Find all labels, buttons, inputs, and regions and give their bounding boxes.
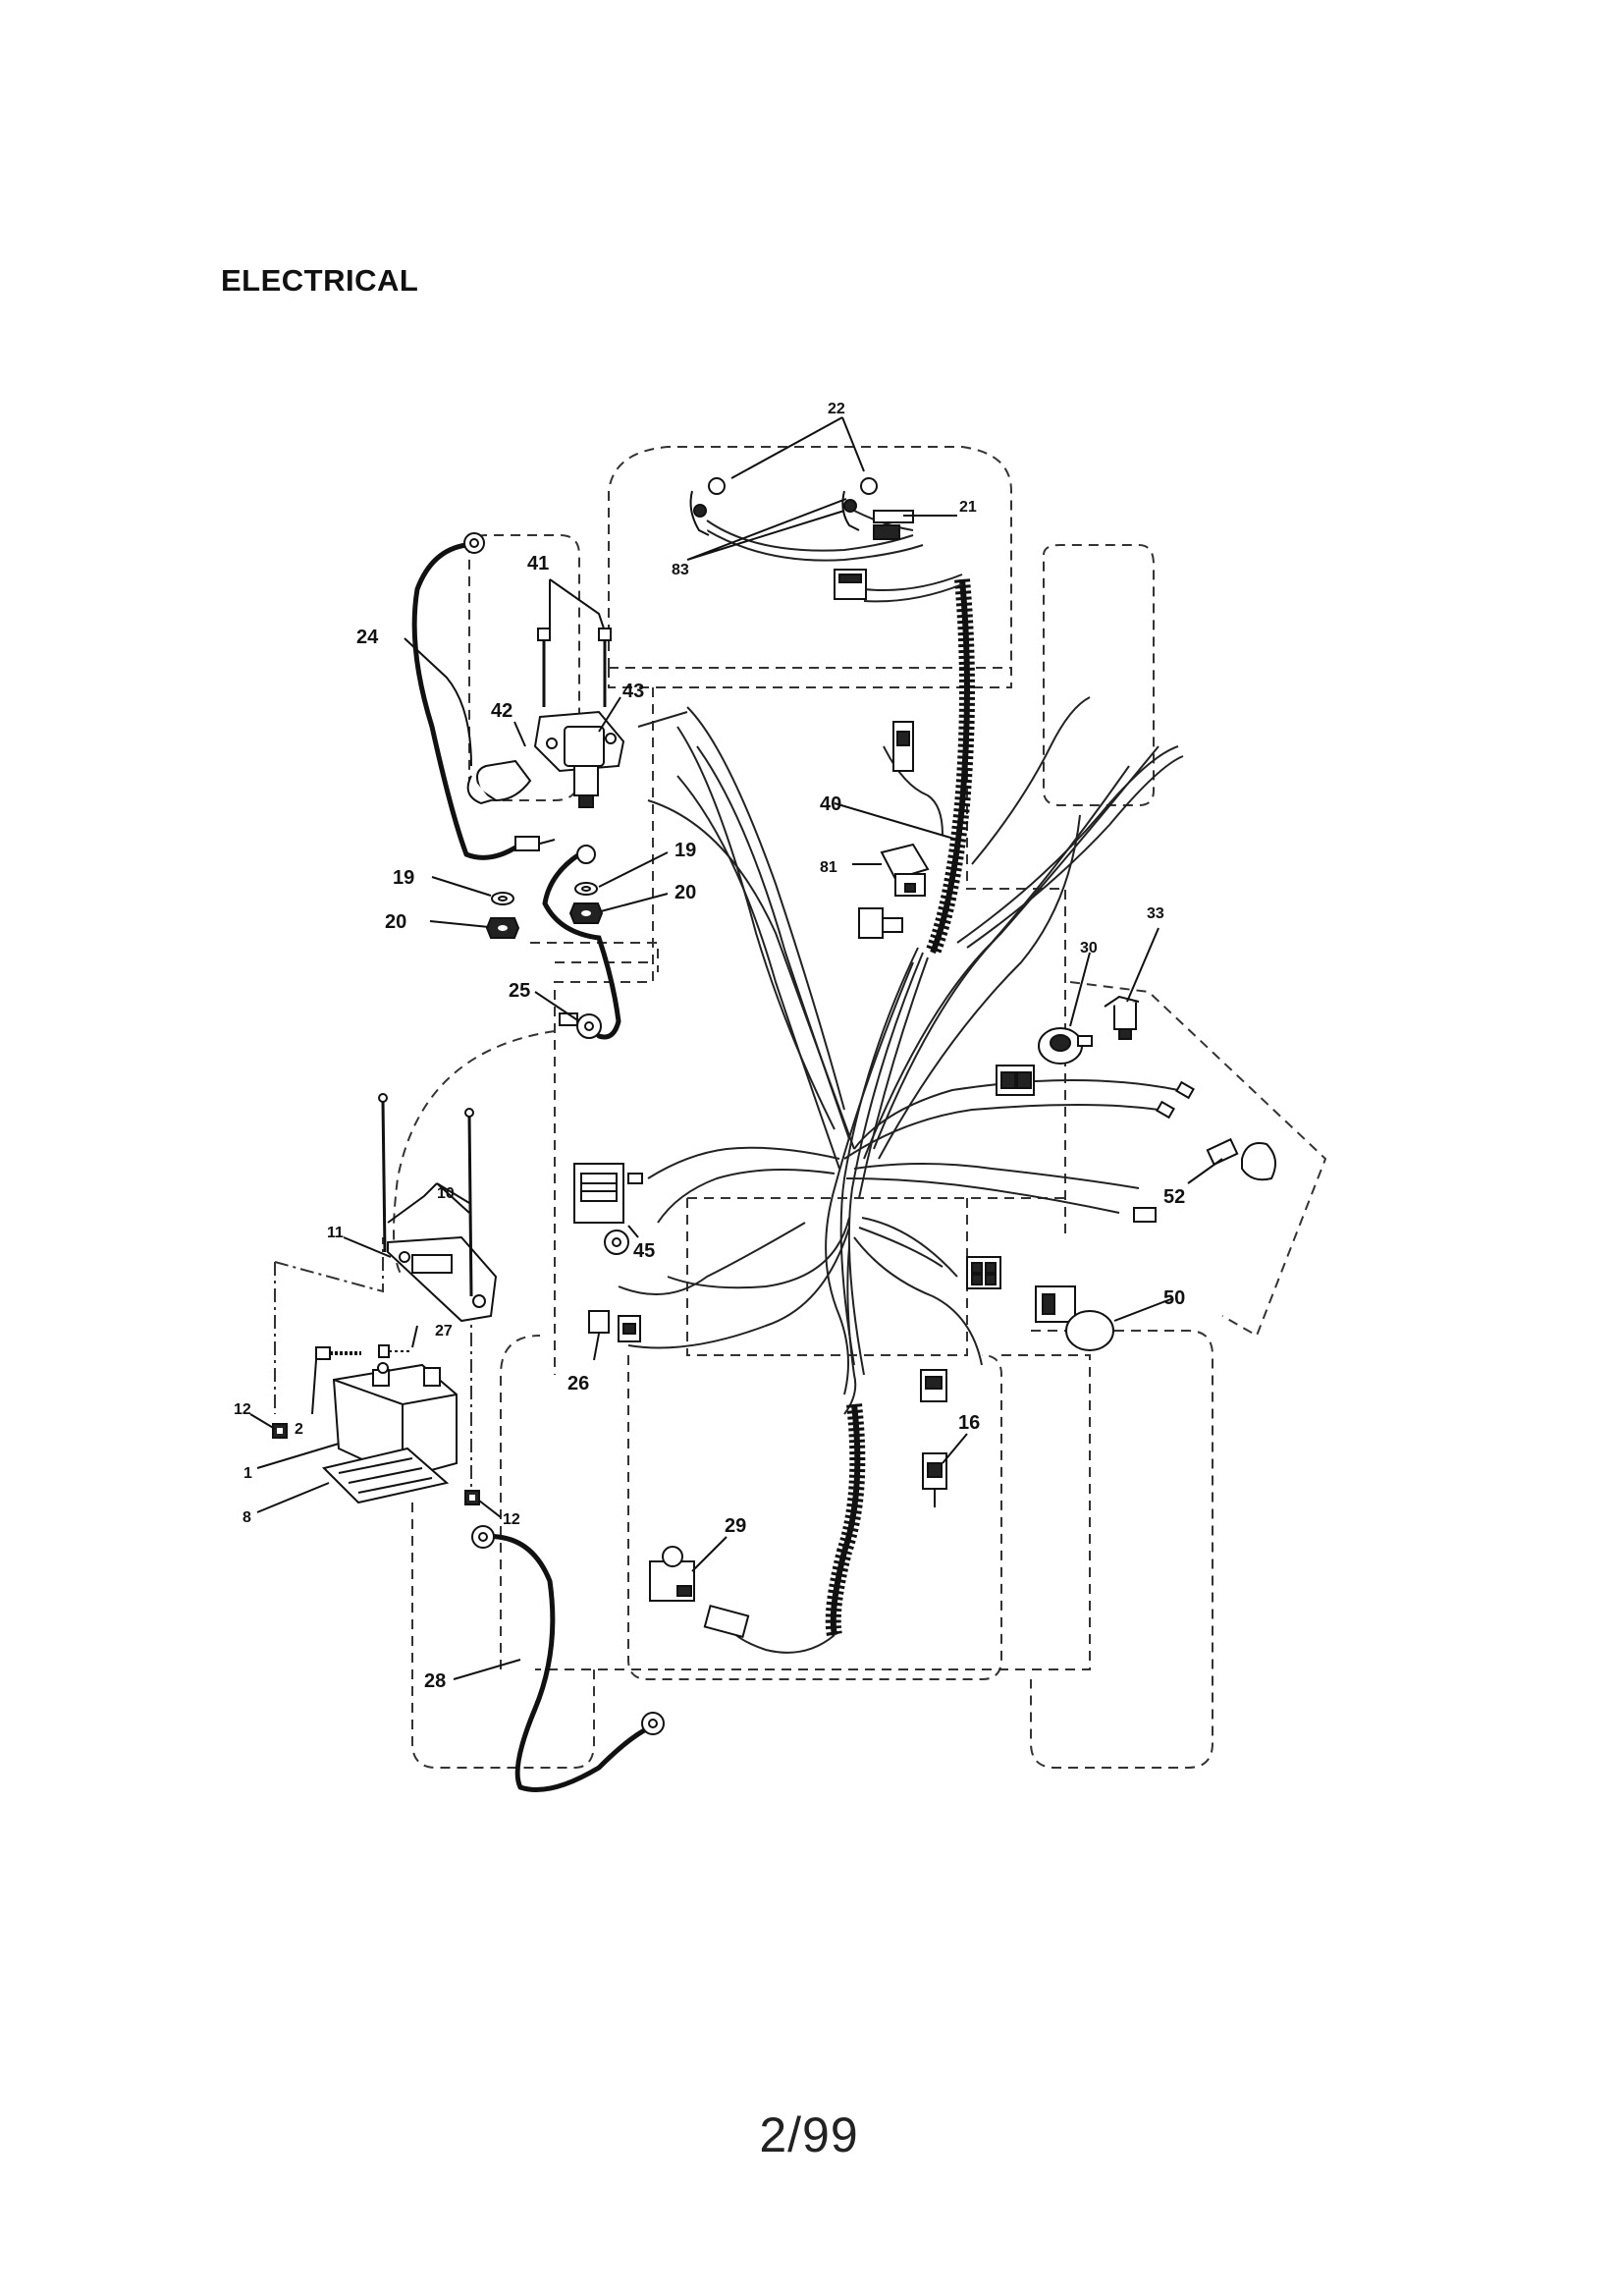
battery-area-outline: [274, 1237, 472, 1503]
callout-16: 16: [958, 1412, 980, 1434]
callout-33: 33: [1147, 905, 1164, 922]
callout-30: 30: [1080, 940, 1098, 957]
callout-20-right: 20: [674, 882, 696, 903]
relay-connector: [858, 907, 903, 939]
brake-switch-29: [649, 1546, 750, 1639]
terminal-boot: [466, 759, 532, 805]
ignition-switch: [1038, 1027, 1093, 1065]
battery-hold-down: [387, 1235, 498, 1323]
page-number: 2/99: [759, 2107, 859, 2162]
washer-nut-set-right: [568, 845, 604, 924]
callout-28: 28: [424, 1670, 446, 1692]
relay: [880, 843, 930, 897]
callout-leaders: [249, 416, 1223, 1680]
seat-switch-assembly: [1206, 1137, 1276, 1181]
solenoid-bolts: [537, 628, 612, 707]
callout-29: 29: [725, 1515, 746, 1537]
callout-42: 42: [491, 700, 512, 722]
callout-8: 8: [243, 1509, 251, 1526]
harness-sheath-coil: [925, 578, 975, 956]
pto-switch: [1035, 1285, 1114, 1351]
battery-tray: [322, 1447, 450, 1504]
right-side-wiring: [883, 696, 1184, 949]
callout-20-left: 20: [385, 911, 406, 933]
fuse-26: [588, 1310, 641, 1342]
hold-down-rods: [378, 1093, 474, 1297]
callout-25: 25: [509, 980, 530, 1002]
callout-83: 83: [672, 562, 689, 578]
starter-solenoid: [533, 710, 625, 808]
battery: [332, 1362, 458, 1480]
callout-10: 10: [437, 1185, 455, 1202]
harness-bottom-connector: [966, 1256, 1001, 1289]
cable-24: [411, 532, 556, 860]
fuse-holder: [892, 721, 914, 772]
callout-1: 1: [243, 1465, 252, 1482]
callout-11: 11: [327, 1225, 344, 1241]
main-wiring-harness: [618, 706, 1179, 1415]
control-module: [573, 1163, 643, 1255]
callout-41: 41: [527, 553, 549, 574]
cable-28: [471, 1525, 665, 1792]
headlight-bulbs: [689, 477, 878, 536]
washer-nut-set-left: [485, 892, 520, 939]
headlight-wiring: [706, 510, 963, 603]
callout-12-right: 12: [503, 1511, 520, 1528]
callout-27: 27: [435, 1323, 453, 1339]
callout-19-left: 19: [393, 867, 414, 889]
connector-16: [922, 1452, 947, 1507]
callout-43: 43: [622, 681, 644, 702]
callout-52: 52: [1163, 1186, 1185, 1208]
nut-12-left: [272, 1423, 288, 1439]
harness-multi-connector: [996, 1065, 1035, 1096]
cable-25: [542, 851, 621, 1040]
callout-40: 40: [820, 793, 841, 815]
harness-plug-top: [834, 569, 867, 600]
callout-81: 81: [820, 859, 837, 876]
harness-plug-bottom: [920, 1369, 947, 1402]
callout-21: 21: [959, 499, 977, 516]
section-heading: ELECTRICAL: [221, 263, 419, 298]
callout-12-left: 12: [234, 1401, 251, 1418]
battery-terminal-bolts: [315, 1344, 412, 1360]
callout-22: 22: [828, 401, 845, 417]
callout-2: 2: [295, 1421, 303, 1438]
nut-12-right: [464, 1490, 480, 1505]
callout-50: 50: [1163, 1287, 1185, 1309]
callout-24: 24: [356, 627, 379, 648]
callout-19-right: 19: [674, 840, 696, 861]
headlight-connector: [873, 510, 914, 540]
callout-26: 26: [567, 1373, 589, 1394]
callout-labels: 22 21 83 41 24 42 43 40 81 19 20 19 20 3…: [234, 401, 1185, 1692]
callout-45: 45: [633, 1240, 655, 1262]
interlock-switch: [1104, 995, 1140, 1040]
right-terminals: [1133, 1080, 1195, 1223]
